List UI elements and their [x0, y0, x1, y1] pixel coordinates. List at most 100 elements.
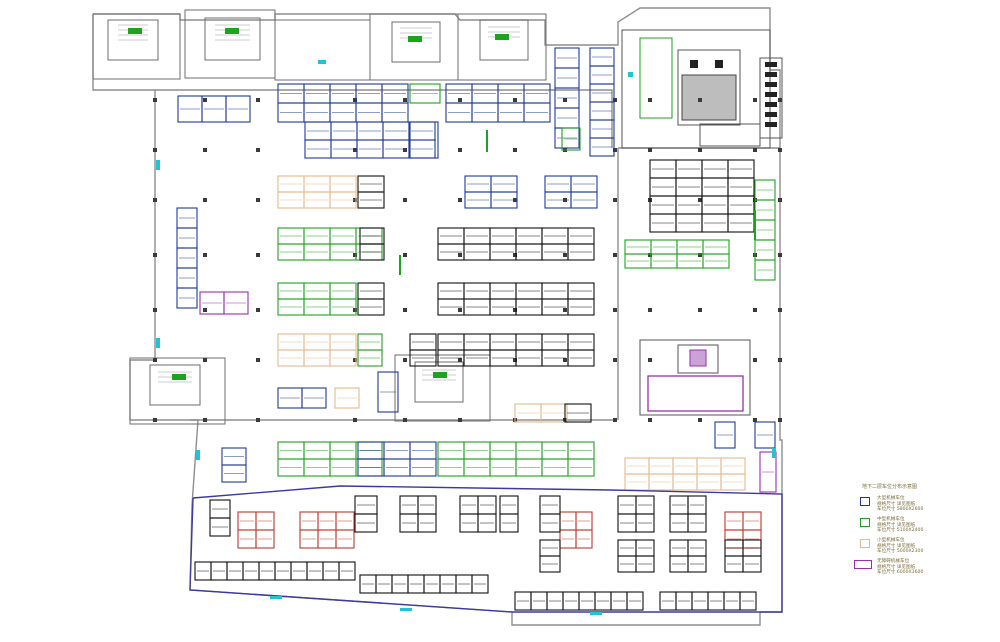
column	[613, 198, 617, 202]
large-bay	[176, 287, 198, 309]
column	[648, 148, 652, 152]
column	[513, 148, 517, 152]
column	[203, 253, 207, 257]
standard-bay	[471, 574, 489, 594]
column	[648, 418, 652, 422]
legend-item-small: 小型机械车位规格尺寸 详见图纸车位尺寸 5000X2300	[842, 538, 924, 559]
legend-large-line1: 大型机械车位	[877, 496, 905, 501]
column	[256, 358, 260, 362]
small-bay	[329, 349, 357, 367]
column	[403, 148, 407, 152]
legend-item-accessible: 无障碍机械车位规格尺寸 详见图纸车位尺寸 6000X3600	[842, 559, 924, 580]
column	[153, 418, 157, 422]
column	[563, 358, 567, 362]
column	[458, 148, 462, 152]
equipment-room	[621, 29, 783, 149]
medium-bay	[561, 127, 581, 151]
column	[353, 148, 357, 152]
column	[563, 98, 567, 102]
legend-swatch-small	[860, 539, 870, 548]
large-bay	[589, 137, 615, 157]
medium-bay	[754, 259, 776, 281]
column	[778, 198, 782, 202]
large-bay	[221, 464, 247, 483]
column	[256, 148, 260, 152]
column	[778, 308, 782, 312]
standard-bay	[338, 561, 356, 581]
legend: 地下二层车位分布示意图 大型机械车位规格尺寸 详见图纸车位尺寸 5800X260…	[842, 483, 924, 583]
column	[256, 198, 260, 202]
lift-lobby	[639, 339, 751, 416]
column	[778, 253, 782, 257]
standard-bay	[626, 591, 644, 611]
legend-item-medium: 中型机械车位规格尺寸 详见图纸车位尺寸 5100X2400	[842, 517, 924, 538]
column	[153, 358, 157, 362]
column	[153, 98, 157, 102]
medium-bay	[329, 298, 357, 316]
column	[403, 308, 407, 312]
small-bay	[329, 191, 357, 209]
column	[513, 98, 517, 102]
large-bay	[754, 421, 776, 449]
standard-bay	[742, 555, 762, 573]
column	[698, 148, 702, 152]
standard-bay	[687, 555, 707, 573]
column	[203, 98, 207, 102]
column	[613, 308, 617, 312]
column	[753, 418, 757, 422]
legend-small-line3: 车位尺寸 5000X2300	[877, 549, 924, 555]
legend-small-line1: 小型机械车位	[877, 538, 905, 543]
lift-bay	[575, 529, 593, 549]
large-bay	[409, 458, 437, 477]
column	[403, 98, 407, 102]
medium-bay	[357, 349, 383, 367]
lift-bay	[255, 529, 275, 549]
standard-bay	[417, 513, 437, 533]
column	[753, 358, 757, 362]
standard-bay	[539, 513, 561, 533]
column	[648, 253, 652, 257]
column	[698, 253, 702, 257]
standard-bay	[409, 349, 437, 367]
column	[648, 98, 652, 102]
column	[203, 198, 207, 202]
column	[153, 253, 157, 257]
column	[778, 418, 782, 422]
column	[203, 148, 207, 152]
column	[613, 418, 617, 422]
column	[753, 148, 757, 152]
legend-title: 地下二层车位分布示意图	[862, 484, 918, 490]
column	[458, 358, 462, 362]
legend-swatch-medium	[860, 518, 870, 527]
column	[403, 358, 407, 362]
small-bay	[720, 473, 746, 491]
medium-bay	[702, 253, 730, 269]
column	[753, 98, 757, 102]
column	[698, 98, 702, 102]
column	[613, 98, 617, 102]
legend-large-line3: 车位尺寸 5800X2600	[877, 507, 924, 513]
column	[403, 418, 407, 422]
legend-large-line2: 规格尺寸 详见图纸	[877, 501, 916, 507]
column	[513, 358, 517, 362]
standard-bay	[687, 513, 707, 533]
column	[648, 358, 652, 362]
column	[458, 308, 462, 312]
lower-zone-boundary	[189, 485, 783, 613]
column	[153, 148, 157, 152]
large-bay	[490, 191, 518, 209]
column	[753, 308, 757, 312]
legend-accessible-line3: 车位尺寸 6000X3600	[877, 570, 924, 576]
large-bay	[570, 191, 598, 209]
large-bay	[301, 387, 327, 409]
column	[203, 308, 207, 312]
legend-swatch-accessible	[854, 560, 872, 569]
column	[613, 253, 617, 257]
standard-bay	[499, 513, 519, 533]
standard-bay	[739, 591, 757, 611]
standard-bay	[635, 513, 655, 533]
legend-medium-line3: 车位尺寸 5100X2400	[877, 528, 924, 534]
column	[203, 418, 207, 422]
legend-medium-line2: 规格尺寸 详见图纸	[877, 522, 916, 528]
